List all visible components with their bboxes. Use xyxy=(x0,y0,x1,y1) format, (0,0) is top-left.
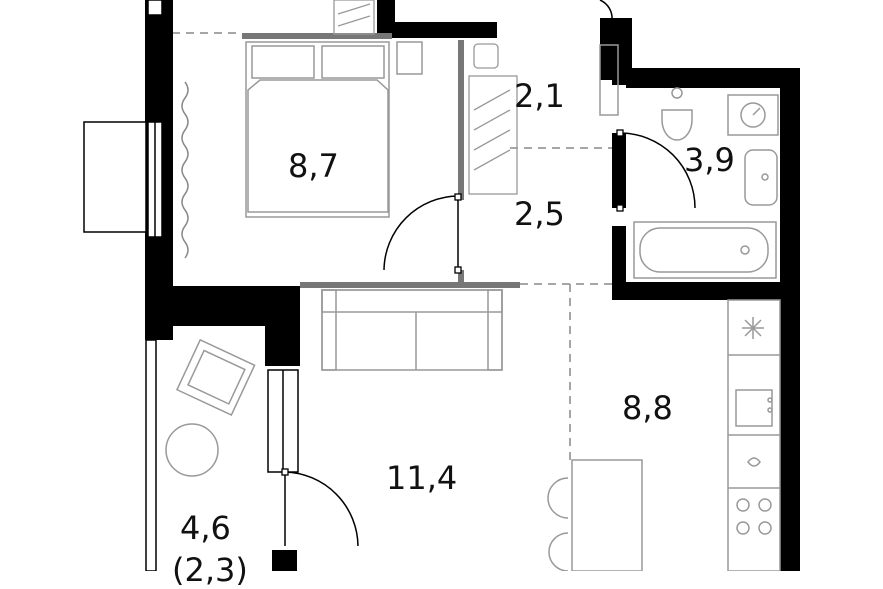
kitchen-units xyxy=(547,299,781,571)
bathroom-fixtures xyxy=(599,44,779,279)
windows xyxy=(83,0,299,571)
wardrobe-shelves xyxy=(333,0,518,195)
room-area-bathroom: 3,9 xyxy=(684,141,735,179)
room-area-loggia: 4,6 xyxy=(180,509,231,547)
sofa xyxy=(321,289,503,371)
bed xyxy=(245,41,423,218)
doors xyxy=(284,0,696,547)
room-area-bedroom: 8,7 xyxy=(288,147,339,185)
walls xyxy=(145,0,800,571)
room-area-living: 11,4 xyxy=(386,459,458,497)
loggia-furniture xyxy=(165,338,256,477)
room-area-loggia-reduced: (2,3) xyxy=(172,551,248,589)
partitions xyxy=(242,33,520,288)
floor-plan xyxy=(83,0,800,571)
curtain xyxy=(181,81,189,259)
room-area-wardrobe: 2,1 xyxy=(514,77,565,115)
room-area-kitchen: 8,8 xyxy=(622,389,673,427)
room-area-hall: 2,5 xyxy=(514,195,565,233)
